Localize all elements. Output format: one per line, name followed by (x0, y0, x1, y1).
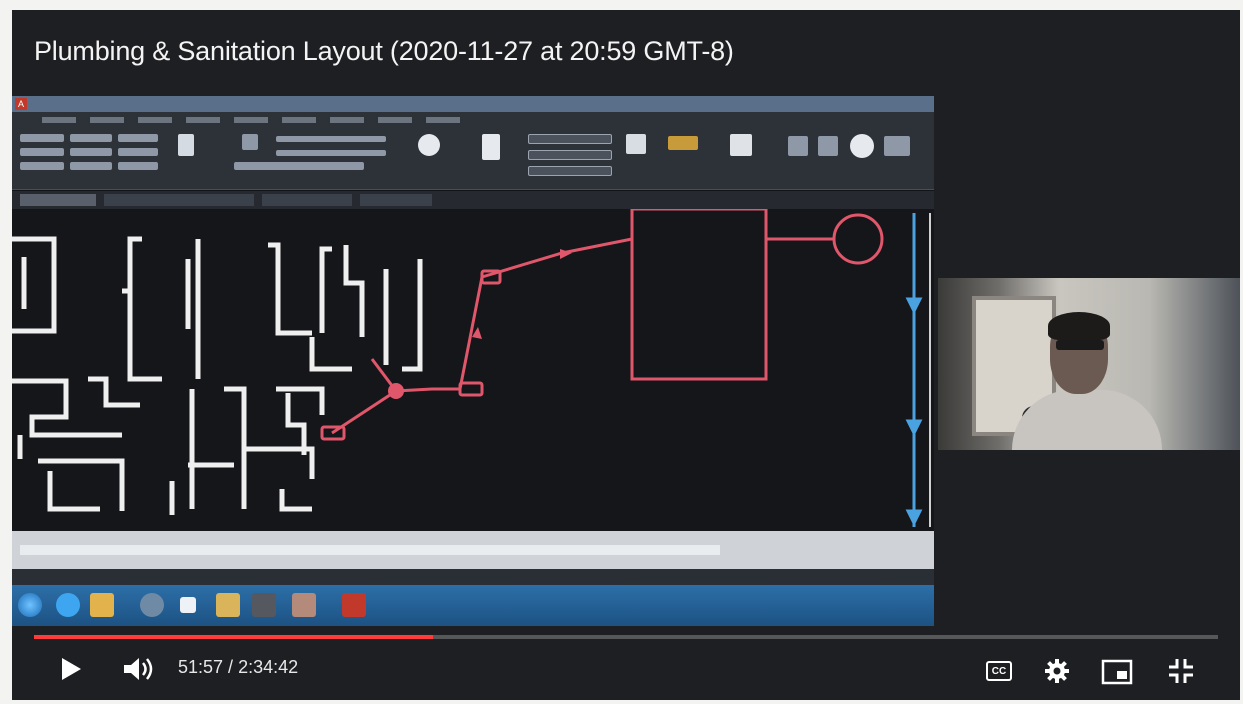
folder-icon (216, 593, 240, 617)
current-time: 51:57 (178, 657, 224, 677)
autocad-logo-icon: A (15, 98, 27, 110)
cad-ribbon (12, 112, 934, 190)
settings-button[interactable] (1042, 658, 1072, 684)
cad-titlebar: A (12, 96, 934, 112)
video-title: Plumbing & Sanitation Layout (2020-11-27… (34, 36, 734, 66)
cc-icon: CC (986, 661, 1012, 681)
player-controls: 51:57 / 2:34:42 CC (12, 646, 1240, 700)
volume-icon (124, 658, 153, 680)
exit-fullscreen-button[interactable] (1164, 656, 1198, 686)
windows-taskbar (12, 585, 934, 626)
start-orb-icon (18, 593, 42, 617)
progress-bar[interactable] (34, 635, 1218, 639)
video-player[interactable]: Plumbing & Sanitation Layout (2020-11-27… (12, 10, 1240, 700)
app-icon (180, 597, 196, 613)
miniplayer-button[interactable] (1100, 658, 1134, 686)
floor-plan-drawing (12, 207, 931, 527)
gear-icon (1045, 659, 1069, 683)
captions-button[interactable]: CC (984, 658, 1014, 684)
time-separator: / (223, 657, 239, 677)
autocad-taskbar-icon (342, 593, 366, 617)
media-icon (140, 593, 164, 617)
duration: 2:34:42 (238, 657, 299, 677)
time-display: 51:57 / 2:34:42 (178, 657, 298, 678)
miniplayer-icon (1101, 659, 1133, 685)
app2-icon (252, 593, 276, 617)
cad-status-bar (12, 569, 934, 585)
progress-played (34, 635, 433, 639)
cad-file-tabs (12, 191, 934, 209)
person-hair (1048, 312, 1110, 340)
person-glasses (1056, 340, 1104, 350)
cad-command-line (12, 531, 934, 569)
webcam-feed (938, 278, 1240, 450)
cc-label: CC (991, 665, 1007, 677)
screen-share: A (12, 96, 934, 626)
play-button[interactable] (56, 654, 86, 684)
app3-icon (292, 593, 316, 617)
explorer-icon (90, 593, 114, 617)
ribbon-tabs (42, 114, 460, 126)
play-icon (62, 658, 81, 680)
volume-button[interactable] (120, 654, 158, 684)
cad-drawing-area (12, 207, 934, 531)
ie-icon (56, 593, 80, 617)
exit-fullscreen-icon (1169, 659, 1193, 683)
